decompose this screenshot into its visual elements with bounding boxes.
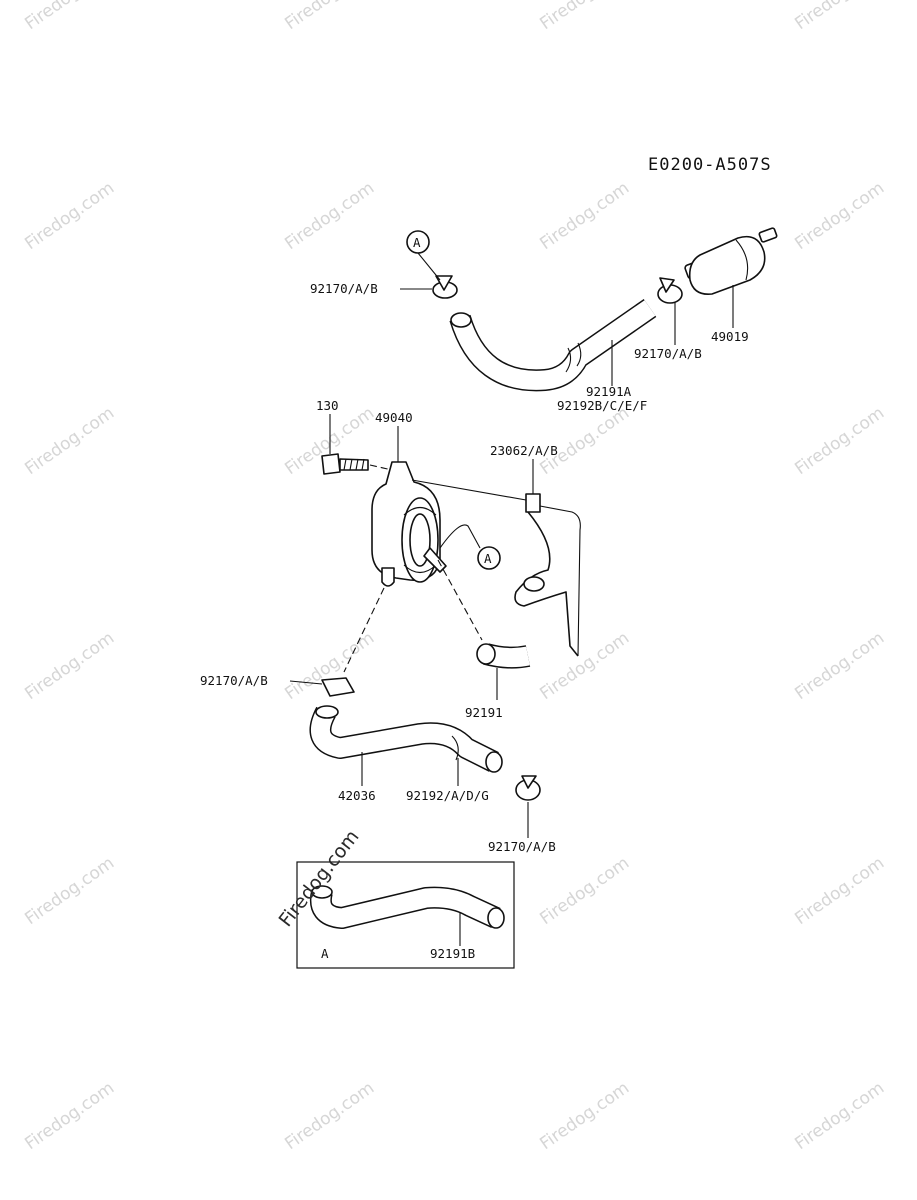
top-hose-assembly — [400, 227, 778, 392]
part-labels: 92170/A/B 49019 92170/A/B 92191A 92192B/… — [200, 281, 749, 961]
fuel-filter-49019 — [684, 227, 778, 296]
label-filter-49019: 49019 — [711, 329, 749, 344]
watermark: Firedog.com — [21, 1078, 118, 1154]
label-hose-42036: 42036 — [338, 788, 376, 803]
watermark: Firedog.com — [281, 1078, 378, 1154]
label-hose-92191: 92191 — [465, 705, 503, 720]
watermark: Firedog.com — [21, 628, 118, 704]
svg-text:A: A — [413, 235, 421, 250]
label-clamp-top-right: 92170/A/B — [634, 346, 702, 361]
watermark: Firedog.com — [536, 403, 633, 479]
label-bolt-130: 130 — [316, 398, 339, 413]
label-hose-92191B: 92191B — [430, 946, 475, 961]
diagram-code: E0200-A507S — [648, 155, 772, 175]
watermark: Firedog.com — [791, 853, 888, 929]
hose-clamp — [657, 277, 683, 304]
hose-clamp — [321, 677, 355, 697]
watermark: Firedog.com — [21, 853, 118, 929]
svg-text:A: A — [484, 551, 492, 566]
label-hose-92191A: 92191A — [586, 384, 632, 399]
watermark: Firedog.com — [281, 0, 378, 34]
watermark: Firedog.com — [21, 0, 118, 34]
label-hose-92192-bcef: 92192B/C/E/F — [557, 398, 647, 413]
bolt-130 — [321, 453, 369, 475]
fuel-pump-assembly — [321, 414, 581, 700]
watermark: Firedog.com — [791, 1078, 888, 1154]
watermark: Firedog.com — [536, 853, 633, 929]
watermark: Firedog.com — [791, 403, 888, 479]
inset-view-a: A Firedog.com — [275, 826, 515, 969]
inset-label: A — [321, 946, 329, 961]
watermark: Firedog.com — [536, 628, 633, 704]
lower-hose-assembly — [289, 677, 541, 838]
label-hose-92192-adg: 92192/A/D/G — [406, 788, 489, 803]
label-clamp-top-left: 92170/A/B — [310, 281, 378, 296]
callout-a-top: A — [406, 230, 430, 254]
watermark: Firedog.com — [791, 0, 888, 34]
watermark: Firedog.com — [21, 178, 118, 254]
label-clamp-mid-left: 92170/A/B — [200, 673, 268, 688]
bracket-23062 — [411, 479, 581, 657]
watermark: Firedog.com — [791, 178, 888, 254]
hose-clamp — [515, 775, 541, 801]
watermark: Firedog.com — [21, 403, 118, 479]
hose-clamp — [432, 275, 458, 299]
watermark: Firedog.com — [536, 0, 633, 34]
watermark: Firedog.com — [536, 1078, 633, 1154]
watermark: Firedog.com — [536, 178, 633, 254]
watermark: Firedog.com — [791, 628, 888, 704]
watermark: Firedog.com — [281, 178, 378, 254]
label-bracket-23062: 23062/A/B — [490, 443, 558, 458]
label-clamp-bottom: 92170/A/B — [488, 839, 556, 854]
callout-a-middle: A — [477, 546, 501, 570]
label-pump-49040: 49040 — [375, 410, 413, 425]
